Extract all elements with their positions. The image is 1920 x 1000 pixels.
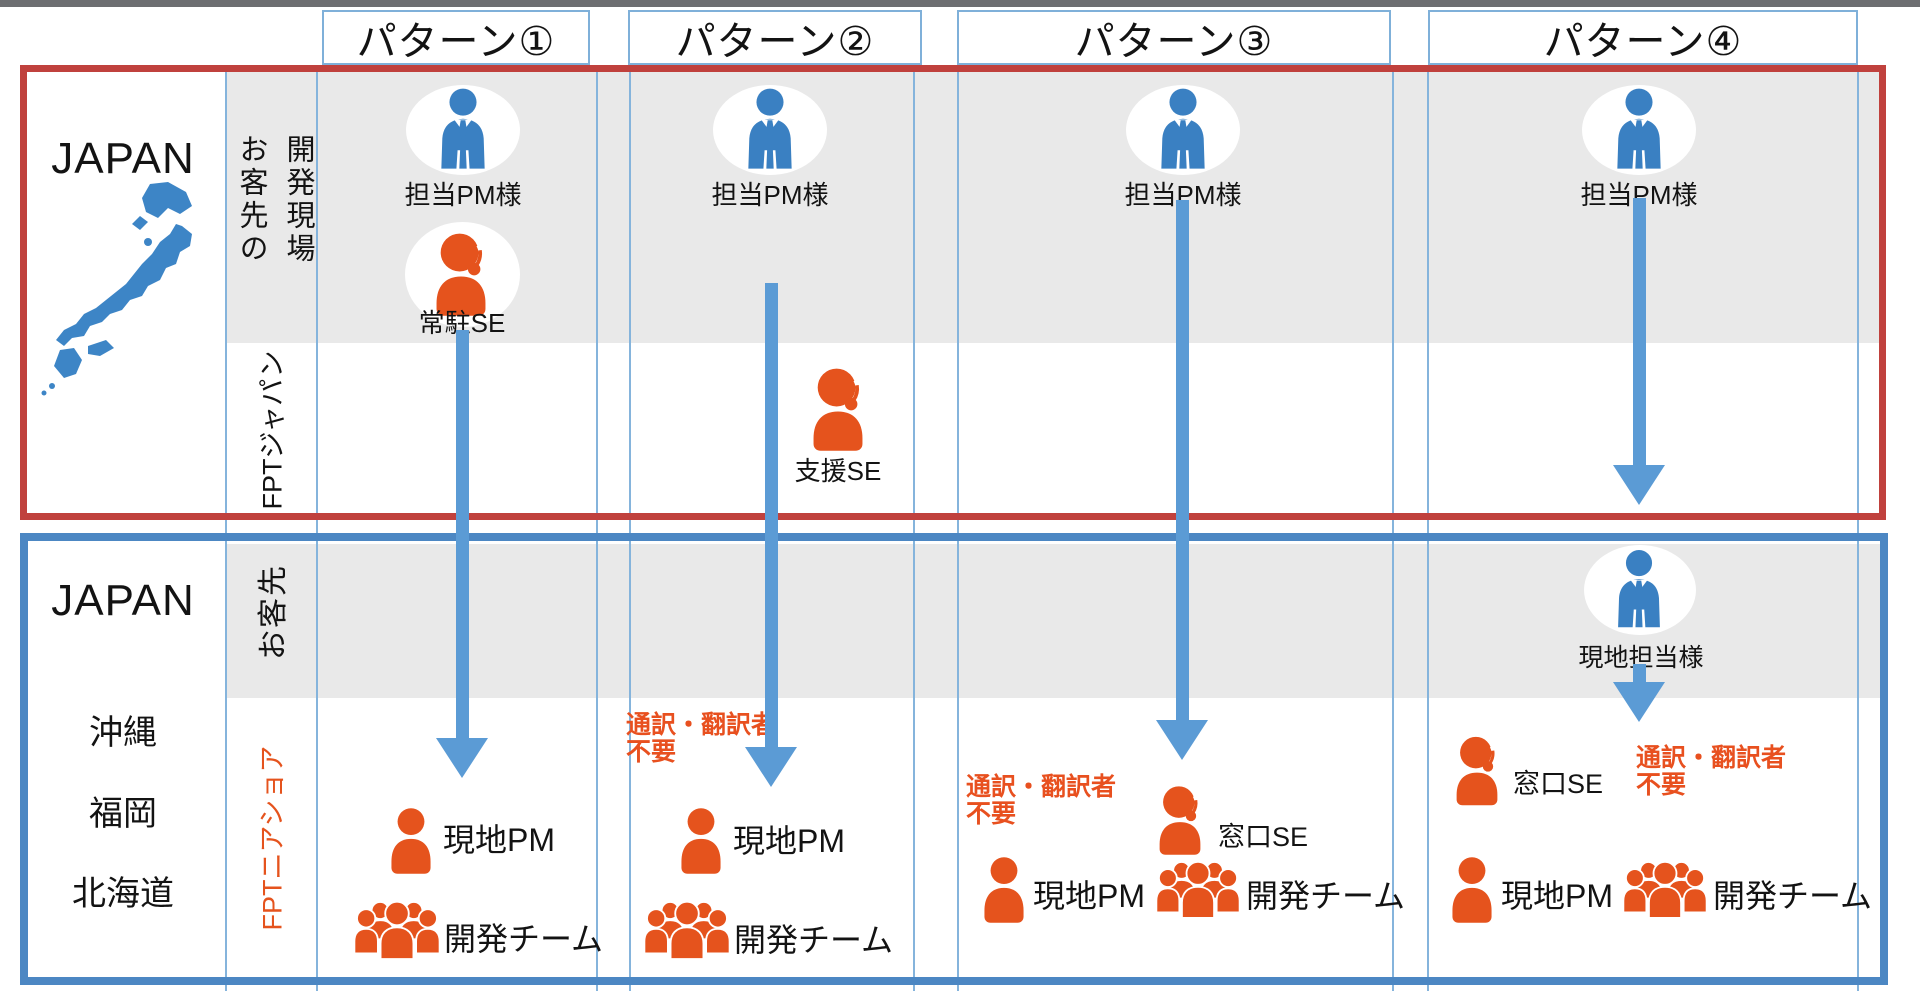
row-label-customer-site-col1: お客先の [235,134,267,266]
col-line-3r [1392,66,1394,991]
row-label-fpt-nearshore: FPTニアショア [257,745,288,931]
top-gray-bar [0,0,1920,7]
p3-no-interpreter-note: 通訳・翻訳者 不要 [966,774,1136,828]
col-line-4r [1857,66,1859,991]
p2-note-line1: 通訳・翻訳者 [626,711,777,739]
col-line-2l [629,66,631,991]
pattern-3-title: パターン③ [1074,19,1274,64]
p2-local-pm-icon [678,807,724,875]
pattern-1-header: パターン① [322,10,590,65]
p4-local-pm-label: 現地PM [1501,878,1614,914]
p2-support-se-label: 支援SE [794,456,882,486]
p2-dev-team-icon [644,898,730,960]
p3-arrow-shaft [1176,200,1189,720]
pattern-4-title: パターン④ [1543,19,1743,64]
p1-dev-team-label: 開発チーム [444,921,604,957]
p2-customer-pm-icon [741,87,799,171]
col-line-1r [596,66,598,991]
pattern-4-header: パターン④ [1428,10,1858,65]
p3-local-pm-label: 現地PM [1033,878,1146,914]
p1-customer-pm-icon [434,87,492,171]
p3-dev-team-icon [1156,857,1240,920]
p3-note-line2: 不要 [966,800,1017,828]
row-label-fpt-japan: FPTジャパン [257,350,288,510]
location-okinawa: 沖縄 [89,714,157,752]
p3-contact-se-label: 窓口SE [1218,822,1309,852]
p4-dev-team-label: 開発チーム [1713,878,1873,914]
p3-contact-se-icon [1155,783,1205,857]
pattern-2-title: パターン② [675,19,875,64]
p4-dev-team-icon [1623,857,1707,920]
p3-arrow-head [1156,720,1208,760]
p1-customer-pm-label: 担当PM様 [404,180,522,210]
japan-label-top: JAPAN [51,134,195,183]
p2-arrow-shaft [765,283,778,747]
japan-map [41,182,192,396]
p1-arrow-shaft [456,330,469,738]
p4-local-pm-icon [1449,856,1495,924]
p2-no-interpreter-note: 通訳・翻訳者 不要 [626,712,796,766]
location-hokkaido: 北海道 [72,875,174,913]
p2-local-pm-label: 現地PM [733,823,846,859]
p4-arrow-head [1613,465,1665,505]
col-line-2r [913,66,915,991]
japan-label-bottom: JAPAN [51,576,195,625]
p4-no-interpreter-note: 通訳・翻訳者 不要 [1636,745,1806,799]
p4-arrow-shaft [1633,198,1646,465]
p2-dev-team-label: 開発チーム [734,922,894,958]
pattern-2-header: パターン② [628,10,922,65]
col-line-3l [957,66,959,991]
label-col-left-line [225,66,227,991]
p1-local-pm-label: 現地PM [443,822,556,858]
p3-local-pm-icon [981,856,1027,924]
p1-local-pm-icon [388,807,434,875]
p3-note-line1: 通訳・翻訳者 [966,773,1117,801]
pattern-3-header: パターン③ [957,10,1391,65]
p4-note-line1: 通訳・翻訳者 [1636,744,1787,772]
p4-contact-se-icon [1452,731,1502,810]
p3-dev-team-label: 開発チーム [1246,878,1406,914]
p4-customer-pm-icon [1610,87,1668,171]
p4-contact-se-label: 窓口SE [1513,769,1604,799]
p4-local-contact-icon [1611,547,1667,631]
label-col-right-line [316,66,318,991]
p4-note-line2: 不要 [1636,771,1687,799]
row-label-customer: お客先 [257,564,290,660]
p2-customer-pm-label: 担当PM様 [711,180,829,210]
p2-note-line2: 不要 [626,738,677,766]
p1-dev-team-icon [354,898,440,960]
p2-arrow-head [745,747,797,787]
location-fukuoka: 福岡 [89,795,157,833]
pattern-1-title: パターン① [356,19,556,64]
row-label-customer-site-col2: 開発現場 [282,134,314,266]
row-label-customer-site: お客先の 開発現場 [230,134,319,266]
p3-customer-pm-icon [1154,87,1212,171]
col-line-4l [1427,66,1429,991]
p4-arrow2-head [1613,682,1665,722]
p4-arrow2-shaft [1633,664,1646,682]
p1-arrow-head [436,738,488,778]
p2-support-se-icon [808,366,868,452]
